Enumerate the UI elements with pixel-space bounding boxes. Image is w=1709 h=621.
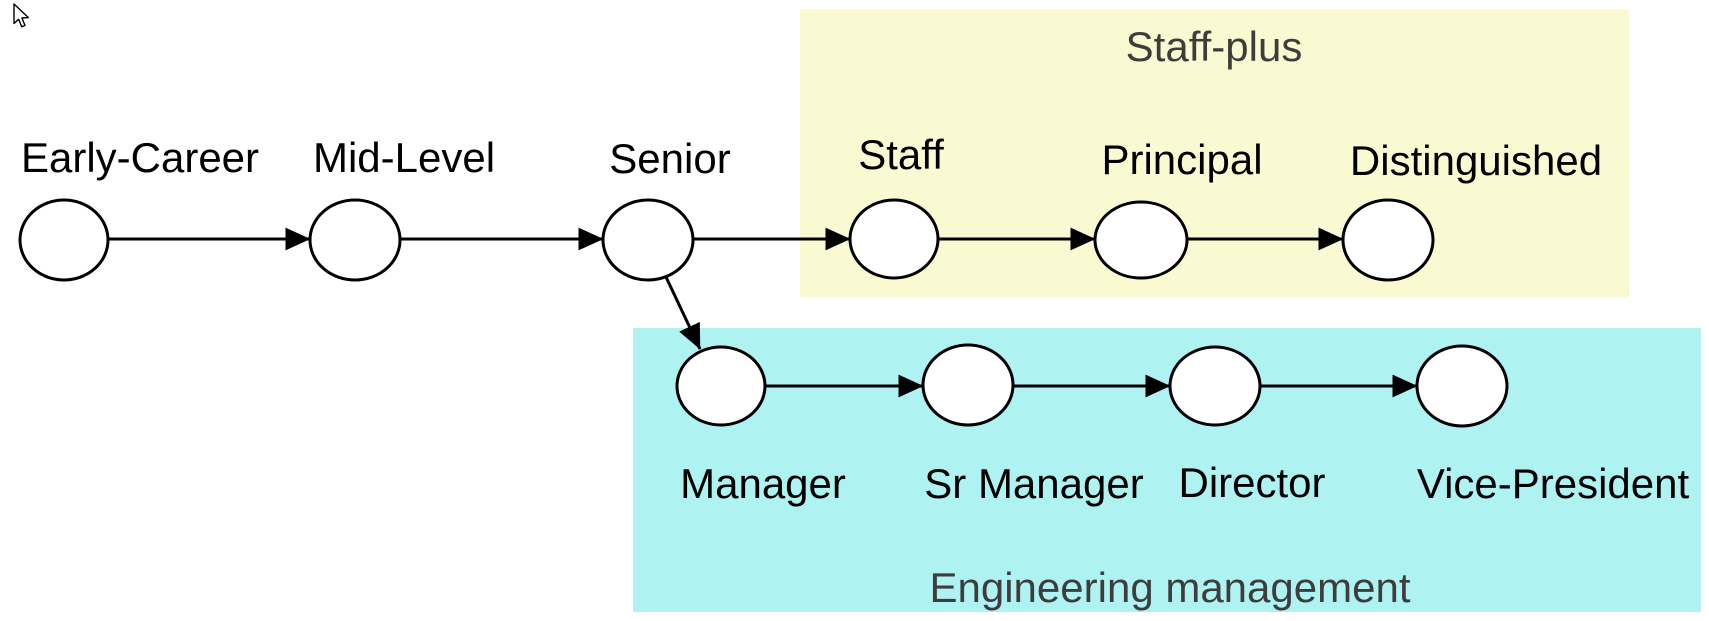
node-senior <box>601 198 695 282</box>
node-director <box>1168 345 1262 427</box>
node-label-senior: Senior <box>609 135 731 182</box>
node-mid-level <box>308 198 402 282</box>
node-label-sr-manager: Sr Manager <box>924 460 1144 507</box>
node-staff <box>848 198 940 280</box>
node-label-early-career: Early-Career <box>20 134 260 181</box>
node-label-vice-president: Vice-President <box>1416 460 1690 507</box>
node-label-mid-level: Mid-Level <box>312 134 496 181</box>
node-label-staff: Staff <box>858 131 944 178</box>
region-label-staff-plus: Staff-plus <box>1125 23 1303 70</box>
node-label-manager: Manager <box>680 460 846 507</box>
node-principal <box>1093 200 1189 280</box>
node-sr-manager <box>921 343 1015 427</box>
node-label-distinguished: Distinguished <box>1349 137 1603 184</box>
node-label-director: Director <box>1178 459 1326 506</box>
region-label-engineering-management: Engineering management <box>929 564 1411 611</box>
node-distinguished <box>1341 198 1435 282</box>
node-vice-president <box>1415 344 1509 428</box>
node-label-principal: Principal <box>1101 136 1263 183</box>
edge-senior-to-manager <box>664 276 702 350</box>
node-manager <box>675 345 767 427</box>
node-early-career <box>18 198 110 282</box>
